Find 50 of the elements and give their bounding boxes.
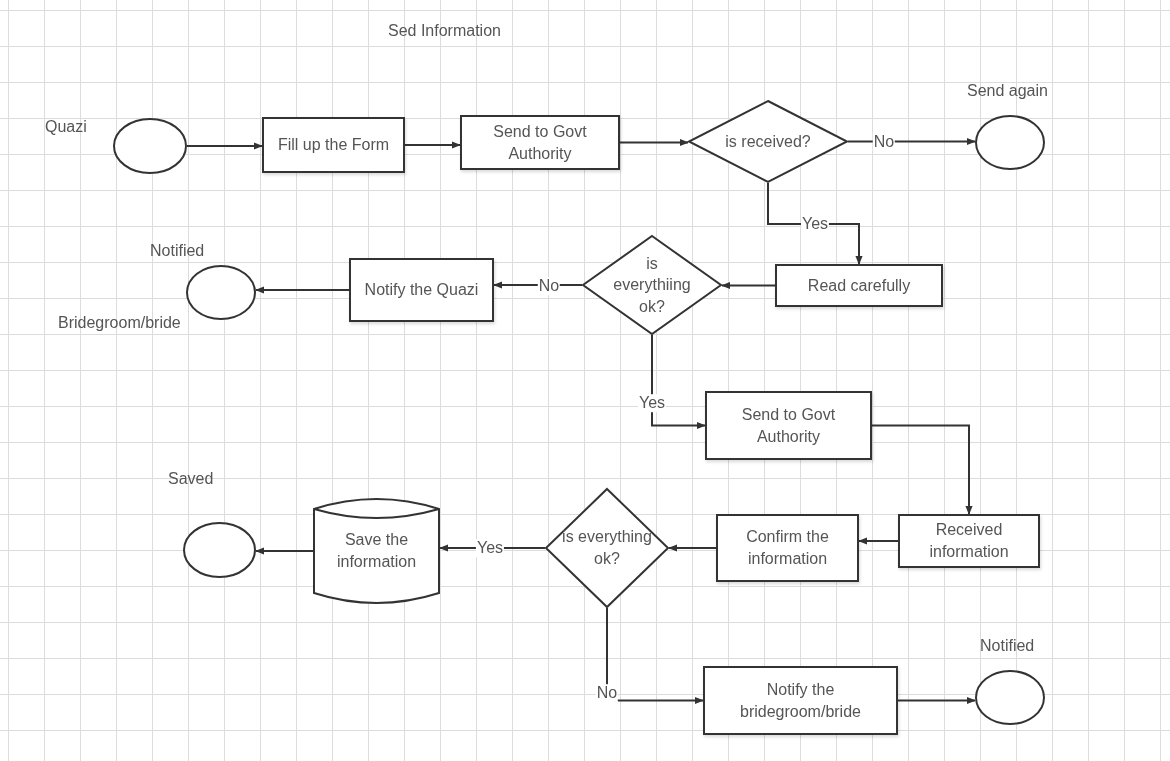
process-box	[716, 514, 859, 582]
process-box	[898, 514, 1040, 568]
edge-label: Yes	[475, 539, 505, 557]
node-text: Send to Govt Authority	[740, 404, 837, 447]
circle-label: Notified	[980, 637, 1035, 655]
arrow	[255, 547, 314, 555]
node-text: is everythiing ok?	[612, 253, 692, 317]
process-box	[349, 258, 494, 322]
node-text: is received?	[724, 131, 812, 152]
arrow	[871, 424, 973, 515]
process-box	[460, 115, 620, 170]
arrow	[721, 281, 776, 290]
edge-label: Yes	[637, 394, 667, 412]
arrow	[651, 334, 706, 430]
arrow	[847, 137, 976, 146]
node-text: Send to Govt Authority	[492, 121, 588, 164]
circle-label: Bridegroom/bride	[58, 314, 181, 332]
process-box	[262, 117, 405, 173]
node-text: Notify the Quazi	[364, 280, 479, 301]
arrow	[668, 544, 717, 552]
arrow	[255, 286, 350, 294]
arrow	[404, 141, 461, 149]
node-text: Save the information	[335, 530, 418, 572]
node-text: Confirm the information	[745, 527, 830, 569]
process-box	[705, 391, 872, 460]
terminal-circle	[183, 522, 256, 578]
arrow	[858, 537, 899, 545]
process-box	[775, 264, 943, 307]
arrow	[186, 142, 263, 150]
arrow	[619, 138, 689, 147]
circle-label: Send again	[967, 82, 1048, 100]
arrow	[606, 607, 704, 705]
node-text: Fill up the Form	[277, 135, 390, 156]
node-text: is everything ok?	[561, 527, 653, 569]
arrow	[493, 281, 583, 289]
diagram-title: Sed Information	[388, 22, 501, 40]
circle-label: Quazi	[45, 118, 87, 136]
node-text: Read carefully	[807, 275, 911, 296]
edge-label: No	[595, 684, 619, 702]
circle-label: Notified	[150, 242, 205, 260]
terminal-circle	[113, 118, 187, 174]
node-text: Notify the bridegroom/bride	[739, 679, 862, 722]
terminal-circle	[975, 115, 1045, 170]
edge-label: No	[537, 277, 561, 295]
arrow	[897, 696, 976, 705]
terminal-circle	[186, 265, 256, 320]
terminal-circle	[975, 670, 1045, 725]
node-text: Received information	[928, 520, 1010, 562]
process-box	[703, 666, 898, 735]
circle-label: Saved	[168, 470, 214, 488]
